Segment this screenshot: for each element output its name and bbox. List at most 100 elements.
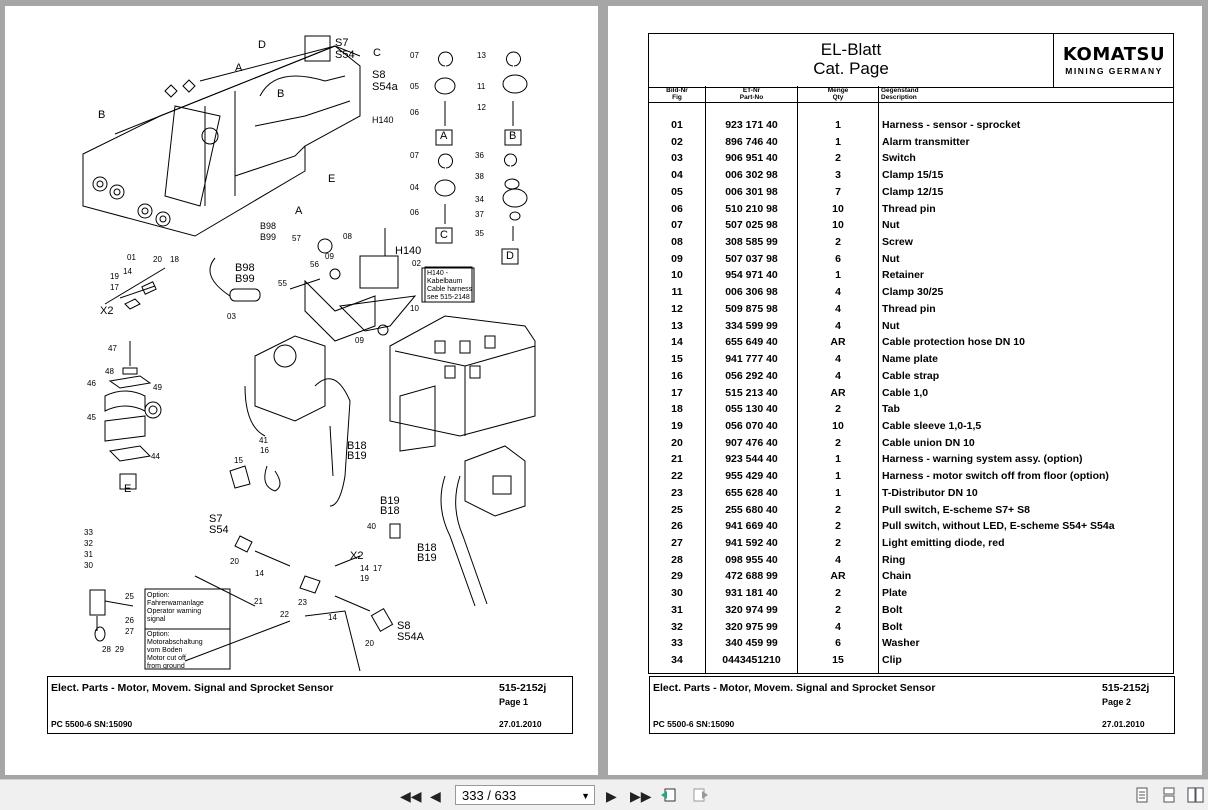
svg-text:S8: S8 [372,69,385,81]
page-number-field[interactable]: 333 / 633 ▼ [455,785,595,805]
description-cell: Bolt [882,620,903,633]
description-cell: Chain [882,570,912,583]
svg-text:B: B [98,109,105,121]
description-cell: Switch [882,152,916,165]
svg-text:vom Boden: vom Boden [147,647,183,654]
fig-cell: 16 [671,369,683,382]
svg-text:04: 04 [410,183,419,192]
continuous-icon[interactable] [1160,787,1177,803]
svg-text:A: A [440,130,448,142]
qty-cell: 2 [835,503,841,516]
part-no-cell: 941 592 40 [725,537,778,549]
prev-page-icon[interactable]: ◀ [430,788,441,804]
qty-cell: 4 [835,369,841,382]
part-no-cell: 098 955 40 [725,553,778,566]
footer-date: 27.01.2010 [499,719,542,729]
svg-text:17: 17 [110,283,119,292]
svg-text:44: 44 [151,452,160,461]
prev-view-icon[interactable] [660,787,677,803]
description-cell: Washer [882,637,920,650]
svg-text:09: 09 [355,336,364,345]
facing-icon[interactable] [1187,787,1204,803]
description-cell: Pull switch, E-scheme S7+ S8 [882,503,1030,516]
svg-text:S8: S8 [397,620,410,632]
svg-text:A: A [295,205,303,217]
qty-cell: AR [830,386,846,399]
svg-text:12: 12 [477,103,486,112]
svg-text:27: 27 [125,627,134,636]
svg-text:S7: S7 [335,37,348,49]
svg-text:B99: B99 [260,232,276,242]
svg-text:06: 06 [410,108,419,117]
svg-text:40: 40 [367,522,376,531]
fig-cell: 09 [671,252,683,265]
svg-text:Kabelbaum: Kabelbaum [427,278,463,285]
description-cell: Thread pin [882,202,936,215]
fig-cell: 20 [671,436,683,449]
part-no-cell: 507 025 98 [725,219,778,232]
svg-text:33: 33 [84,528,93,537]
svg-text:Option:: Option: [147,592,170,599]
svg-text:Motorabschaltung: Motorabschaltung [147,639,203,646]
svg-text:38: 38 [475,172,484,181]
svg-text:C: C [440,229,448,241]
page-title: EL-Blatt Cat. Page [813,40,889,78]
footer-title: Elect. Parts - Motor, Movem. Signal and … [51,682,334,694]
fig-cell: 18 [671,403,683,416]
description-cell: Nut [882,319,900,332]
first-page-icon[interactable]: ◀◀ [400,788,422,804]
description-cell: Thread pin [882,302,936,315]
svg-text:Operator warning: Operator warning [147,608,201,615]
fig-cell: 25 [671,503,683,516]
fig-cell: 11 [671,286,683,299]
last-page-icon[interactable]: ▶▶ [630,788,652,804]
fig-cell: 29 [671,570,683,583]
svg-text:55: 55 [278,279,287,288]
qty-cell: 1 [835,470,841,483]
qty-cell: 2 [835,603,841,616]
fig-cell: 14 [671,336,683,349]
svg-text:D: D [506,250,514,262]
svg-text:35: 35 [475,229,484,238]
svg-text:B: B [277,88,284,100]
footer-code: 515-2152j [1102,682,1150,694]
part-no-cell: 055 130 40 [725,403,778,416]
svg-text:36: 36 [475,151,484,160]
svg-text:S54A: S54A [397,631,425,643]
fig-cell: 17 [671,386,683,399]
description-cell: Cable protection hose DN 10 [882,336,1025,349]
svg-text:10: 10 [410,304,419,313]
svg-text:S54a: S54a [372,81,399,93]
qty-cell: 1 [835,119,841,131]
qty-cell: 2 [835,436,841,449]
fig-cell: 12 [671,302,683,315]
chevron-down-icon[interactable]: ▼ [581,791,590,801]
svg-text:01: 01 [127,253,136,262]
description-cell: Clamp 30/25 [882,286,944,299]
svg-text:B19: B19 [347,450,367,462]
description-cell: Clip [882,654,902,667]
svg-text:19: 19 [360,574,369,583]
next-page-icon[interactable]: ▶ [606,788,617,804]
fig-cell: 21 [671,453,683,466]
description-cell: Nut [882,252,900,265]
qty-cell: 4 [835,353,841,366]
qty-cell: 10 [832,202,844,215]
single-page-icon[interactable] [1133,787,1150,803]
next-view-icon[interactable] [692,787,709,803]
part-no-cell: 320 974 99 [725,603,778,616]
part-no-cell: 507 037 98 [725,252,778,265]
svg-text:22: 22 [280,610,289,619]
part-no-cell: 515 213 40 [725,386,778,399]
svg-text:20: 20 [230,557,239,566]
qty-cell: 2 [835,520,841,533]
